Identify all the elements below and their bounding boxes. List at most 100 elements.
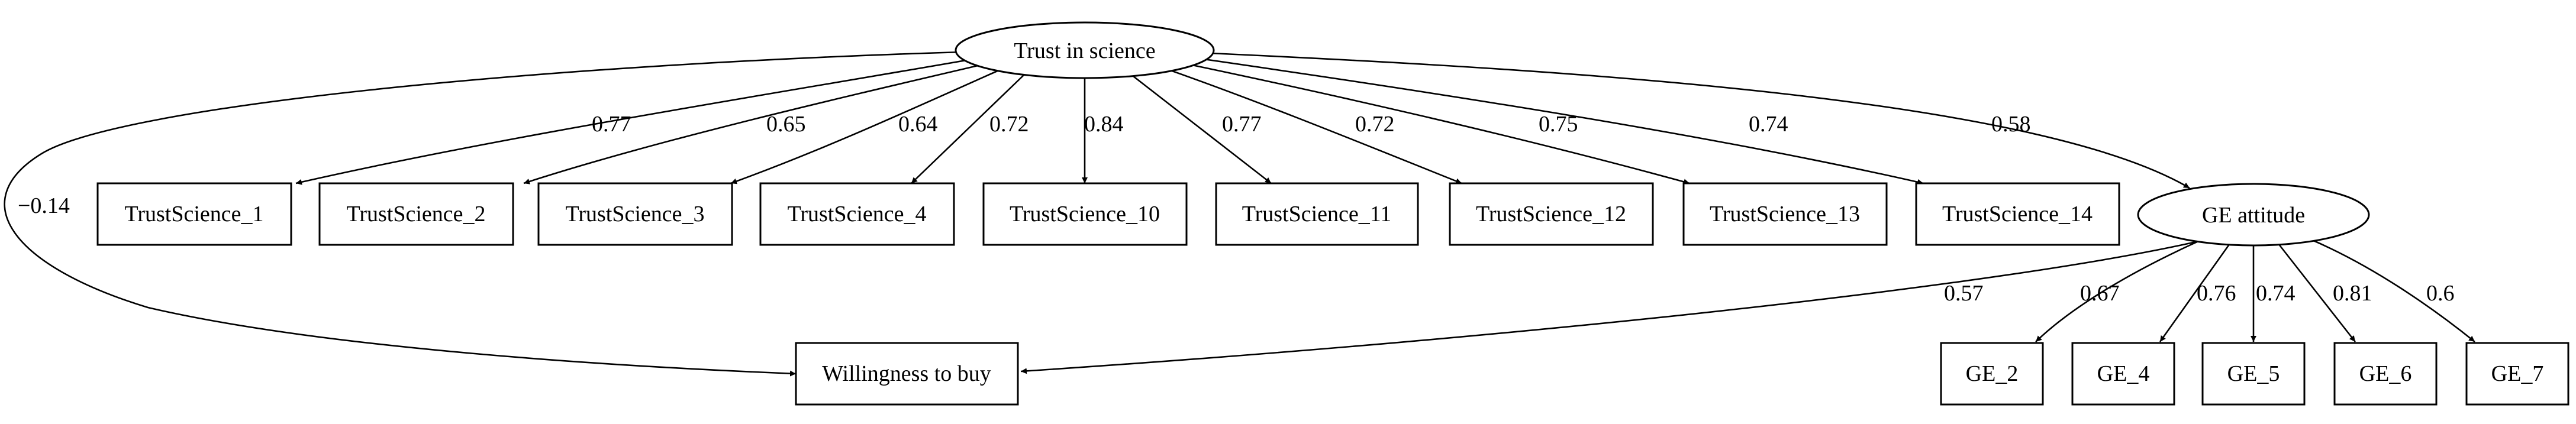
node-box (1940, 342, 2044, 406)
node-trustscience-14[interactable]: TrustScience_14 (1915, 182, 2120, 246)
edge-ge-to-ge6: 0.81 (2277, 243, 2372, 342)
edge-trust-to-ts10: 0.84 (1082, 77, 1124, 183)
edge-line (2159, 243, 2231, 342)
edge-label-trust-wtb: −0.14 (18, 193, 70, 218)
node-box (1449, 182, 1654, 246)
edge-trust-to-ts4: 0.72 (911, 75, 1029, 184)
edge-line (1130, 73, 1272, 185)
edge-label-ge-ge4: 0.76 (2197, 281, 2236, 306)
edge-label-ge-ge2: 0.67 (2080, 281, 2120, 306)
edge-line (295, 57, 980, 185)
edge-line (1195, 57, 1924, 185)
edge-trust-to-ts12: 0.72 (1168, 69, 1462, 185)
node-box (2333, 342, 2438, 406)
node-box (537, 182, 733, 246)
node-label-trustscience-2: TrustScience_2 (346, 202, 485, 226)
edge-label-trust-ge: 0.58 (1991, 112, 2031, 137)
node-ellipse (955, 21, 1215, 79)
edge-label-trust-ts1: 0.77 (592, 112, 631, 137)
node-label-trustscience-12: TrustScience_12 (1476, 202, 1626, 226)
edge-line (523, 63, 986, 185)
node-box (1682, 182, 1888, 246)
edge-label-trust-ts10: 0.84 (1084, 112, 1124, 137)
node-trustscience-4[interactable]: TrustScience_4 (759, 182, 955, 246)
edge-line (1186, 63, 1690, 185)
edge-label-ge-ge7: 0.6 (2426, 281, 2455, 306)
edge-label-ge-ge5: 0.74 (2256, 281, 2295, 306)
node-ge-4[interactable]: GE_4 (2071, 342, 2175, 406)
node-label-trustscience-10: TrustScience_10 (1010, 202, 1160, 226)
node-box (318, 182, 514, 246)
edge-label-trust-ts4: 0.72 (989, 112, 1029, 137)
edge-ge-to-ge5: 0.74 (2251, 245, 2295, 342)
node-ellipse (2137, 183, 2370, 247)
edge-line (2277, 243, 2356, 342)
node-trustscience-11[interactable]: TrustScience_11 (1215, 182, 1419, 246)
node-trustscience-13[interactable]: TrustScience_13 (1682, 182, 1888, 246)
node-ge-7[interactable]: GE_7 (2465, 342, 2569, 406)
edge-trust-to-ts2: 0.65 (523, 63, 986, 185)
node-trustscience-2[interactable]: TrustScience_2 (318, 182, 514, 246)
node-trustscience-1[interactable]: TrustScience_1 (96, 182, 292, 246)
edge-trust-to-ts1: 0.77 (295, 57, 980, 185)
edge-label-trust-ts14: 0.74 (1749, 112, 1788, 137)
edge-label-trust-ts3: 0.64 (898, 112, 938, 137)
node-label-ge-7: GE_7 (2491, 361, 2544, 386)
edge-label-trust-ts12: 0.72 (1355, 112, 1395, 137)
node-label-ge-attitude: GE attitude (2202, 203, 2305, 228)
node-label-trustscience-14: TrustScience_14 (1942, 202, 2093, 226)
node-box (2465, 342, 2569, 406)
edge-ge-to-ge7: 0.6 (2310, 238, 2475, 343)
node-label-ge-2: GE_2 (1966, 361, 2019, 386)
node-ge-2[interactable]: GE_2 (1940, 342, 2044, 406)
edge-trust-to-ts13: 0.75 (1186, 63, 1690, 185)
node-box (982, 182, 1188, 246)
edge-trust-to-ts14: 0.74 (1195, 57, 1924, 185)
node-label-trustscience-1: TrustScience_1 (124, 202, 263, 226)
edge-line (2310, 238, 2475, 343)
edge-line (730, 69, 1001, 185)
node-ge-6[interactable]: GE_6 (2333, 342, 2438, 406)
edge-ge-to-wtb: 0.57 (1020, 240, 2199, 374)
edge-label-trust-ts2: 0.65 (766, 112, 806, 137)
node-label-trustscience-4: TrustScience_4 (787, 202, 926, 226)
node-willingness-to-buy[interactable]: Willingness to buy (795, 342, 1019, 406)
edge-ge-to-ge4: 0.76 (2159, 243, 2236, 342)
edge-ge-to-ge2: 0.67 (2035, 240, 2199, 342)
node-box (795, 342, 1019, 406)
node-label-trustscience-3: TrustScience_3 (565, 202, 704, 226)
node-box (759, 182, 955, 246)
edge-line (1020, 240, 2199, 374)
node-ge-5[interactable]: GE_5 (2201, 342, 2306, 406)
node-trustscience-12[interactable]: TrustScience_12 (1449, 182, 1654, 246)
edge-line (2035, 240, 2199, 342)
edge-trust-to-ts11: 0.77 (1130, 73, 1272, 185)
node-ge-attitude[interactable]: GE attitude (2137, 183, 2370, 247)
node-label-willingness-to-buy: Willingness to buy (822, 361, 991, 386)
node-box (1915, 182, 2120, 246)
node-label-trust-in-science: Trust in science (1014, 38, 1155, 63)
node-label-ge-4: GE_4 (2097, 361, 2150, 386)
node-label-ge-6: GE_6 (2359, 361, 2412, 386)
edge-line (1168, 69, 1462, 185)
node-box (2201, 342, 2306, 406)
node-box (2071, 342, 2175, 406)
edge-line (4, 51, 962, 377)
node-label-trustscience-13: TrustScience_13 (1710, 202, 1860, 226)
edge-trust-to-ge: 0.58 (1210, 52, 2190, 189)
edge-label-ge-wtb: 0.57 (1944, 281, 1984, 306)
node-label-trustscience-11: TrustScience_11 (1242, 202, 1392, 226)
edge-trust-to-wtb: −0.14 (4, 51, 962, 377)
edge-label-trust-ts11: 0.77 (1222, 112, 1262, 137)
node-label-ge-5: GE_5 (2227, 361, 2280, 386)
node-trust-in-science[interactable]: Trust in science (955, 21, 1215, 79)
node-box (1215, 182, 1419, 246)
edge-label-ge-ge6: 0.81 (2333, 281, 2372, 306)
edge-line (911, 75, 1024, 184)
edge-trust-to-ts3: 0.64 (730, 69, 1001, 185)
edge-line (1210, 52, 2190, 189)
node-trustscience-3[interactable]: TrustScience_3 (537, 182, 733, 246)
node-box (96, 182, 292, 246)
node-trustscience-10[interactable]: TrustScience_10 (982, 182, 1188, 246)
